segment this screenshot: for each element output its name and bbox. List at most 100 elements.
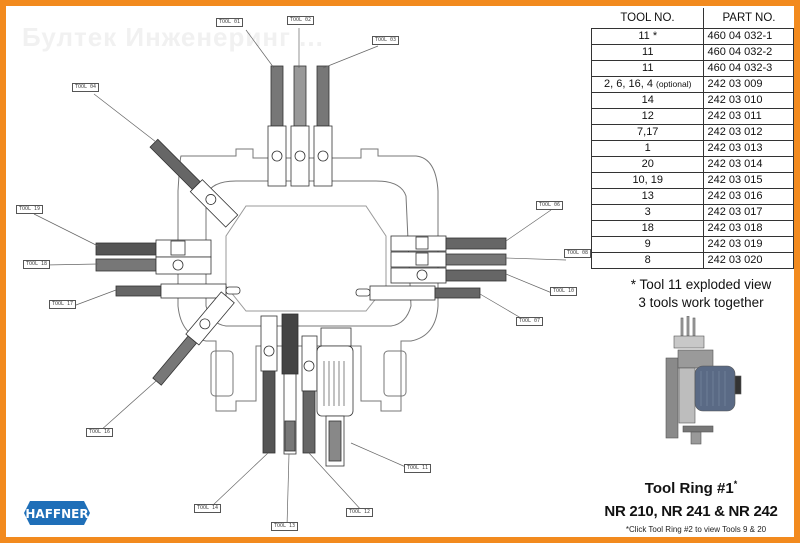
part-no-cell: 242 03 014 [703, 156, 794, 173]
tool-no-cell: 14 [590, 92, 705, 109]
tool-no-cell: 12 [590, 108, 705, 125]
callout-tool-6: TOOL 06 [536, 201, 564, 210]
part-no-cell: 242 03 011 [703, 108, 794, 125]
tool-ring-title-text: Tool Ring #1 [644, 480, 734, 497]
tool-no-cell: 8 [590, 252, 705, 269]
tool-no: 9 [644, 238, 651, 250]
part-no-cell: 242 03 009 [703, 76, 794, 93]
table-row: 12 242 03 011 [590, 108, 794, 125]
callout-tool-12: TOOL 12 [346, 508, 374, 517]
tool-17-drawing [115, 283, 241, 299]
table-row: 20 242 03 014 [590, 156, 794, 173]
tool-10-drawing [390, 267, 507, 284]
table-row: 10, 19 242 03 015 [590, 172, 794, 189]
part-no-cell: 460 04 032-2 [703, 44, 794, 61]
part-no-cell: 242 03 019 [703, 236, 794, 253]
watermark: Бултек Инженеринг ... [22, 22, 324, 52]
tool-no-cell: 3 [590, 204, 705, 221]
callout-tool-7: TOOL 07 [516, 317, 544, 326]
exploded-view-note: * Tool 11 exploded view [630, 277, 772, 292]
table-row: 1 242 03 013 [590, 140, 794, 157]
tool-no-cell: 20 [590, 156, 705, 173]
tool-7-drawing [355, 285, 481, 301]
tool-no-cell: 13 [590, 188, 705, 205]
tool-2-drawing [290, 65, 310, 187]
table-header-row: TOOL NO. PART NO. [591, 8, 794, 29]
table-row: 2, 6, 16, 4 (optional) 242 03 009 [590, 76, 794, 93]
part-no-cell: 460 04 032-1 [703, 28, 794, 45]
tool-11-exploded-image [665, 316, 742, 445]
tool-no-cell: 10, 19 [590, 172, 705, 189]
table-row: 18 242 03 018 [590, 220, 794, 237]
tool-13-drawing [281, 313, 299, 455]
tool-no-cell: 1 [590, 140, 705, 157]
callout-tool-14: TOOL 14 [194, 504, 222, 513]
callout-tool-13: TOOL 13 [271, 522, 299, 531]
tool-no: 12 [641, 110, 654, 122]
tool-no: 10, 19 [632, 174, 664, 186]
tool-no: 11 * [638, 30, 658, 42]
tool-no: 8 [644, 254, 651, 266]
tool-no-cell: 9 [590, 236, 705, 253]
work-together-note: 3 tools work together [638, 295, 764, 310]
callout-tool-16: TOOL 16 [86, 428, 114, 437]
part-no-cell: 242 03 018 [703, 220, 794, 237]
tool-no-cell: 11 [590, 60, 705, 77]
tool-no: 7,17 [637, 126, 659, 138]
part-no-cell: 242 03 013 [703, 140, 794, 157]
tool-no: 14 [641, 94, 654, 106]
tool-6-drawing [390, 235, 507, 252]
haffner-logo: HAFFNER [24, 501, 90, 525]
tool-ring-diagram [33, 28, 567, 527]
tool-16-drawing [152, 291, 235, 386]
table-row: 8 242 03 020 [590, 252, 794, 269]
tool-14-drawing [260, 315, 278, 454]
table-row: 11 460 04 032-2 [590, 44, 794, 61]
tool-no-cell: 18 [590, 220, 705, 237]
table-row: 9 242 03 019 [590, 236, 794, 253]
tool-3-drawing [313, 65, 333, 187]
tool-no-cell: 11 * [590, 28, 705, 45]
callout-tool-18: TOOL 18 [23, 260, 51, 269]
tool-8-drawing [390, 251, 507, 268]
part-no-cell: 242 03 015 [703, 172, 794, 189]
table-row: 13 242 03 016 [590, 188, 794, 205]
callout-tool-8: TOOL 08 [564, 249, 592, 258]
model-numbers: NR 210, NR 241 & NR 242 [604, 503, 778, 520]
part-no-cell: 242 03 016 [703, 188, 794, 205]
table-row: 11 * 460 04 032-1 [590, 28, 794, 45]
tool-12-drawing [301, 335, 318, 454]
callout-tool-2: TOOL 02 [287, 16, 315, 25]
tool-ring-2-link[interactable]: *Click Tool Ring #2 to view Tools 9 & 20 [625, 525, 767, 534]
tool-ring-title: Tool Ring #1* [616, 479, 766, 497]
tool-19-drawing [95, 239, 212, 258]
tool-4-drawing [149, 138, 239, 228]
tool-11-drawing [316, 327, 354, 467]
callout-tool-19: TOOL 19 [16, 205, 44, 214]
tool-18-drawing [95, 256, 212, 275]
callout-tool-11: TOOL 11 [404, 464, 432, 473]
optional-note: (optional) [656, 79, 692, 89]
callout-tool-10: TOOL 10 [550, 287, 578, 296]
tool-no: 1 [644, 142, 651, 154]
tool-no: 11 [642, 46, 654, 58]
tool-ring-title-mark: * [733, 479, 738, 489]
leader-lines [33, 28, 567, 527]
tool-no: 3 [644, 206, 651, 218]
part-no-cell: 242 03 012 [703, 124, 794, 141]
tool-no-cell: 7,17 [590, 124, 705, 141]
part-no-cell: 242 03 020 [703, 252, 794, 269]
header-tool-no: TOOL NO. [591, 8, 705, 29]
drawing-sheet: Бултек Инженеринг ... [6, 6, 794, 537]
tool-no: 20 [641, 158, 654, 170]
part-no-cell: 242 03 010 [703, 92, 794, 109]
header-part-no: PART NO. [722, 12, 776, 24]
tool-no: 2, 6, 16, 4 [604, 78, 656, 90]
table-row: 14 242 03 010 [590, 92, 794, 109]
tool-no: 13 [641, 190, 654, 202]
table-row: 7,17 242 03 012 [590, 124, 794, 141]
tool-no: 18 [641, 222, 654, 234]
callout-tool-4: TOOL 04 [72, 83, 100, 92]
